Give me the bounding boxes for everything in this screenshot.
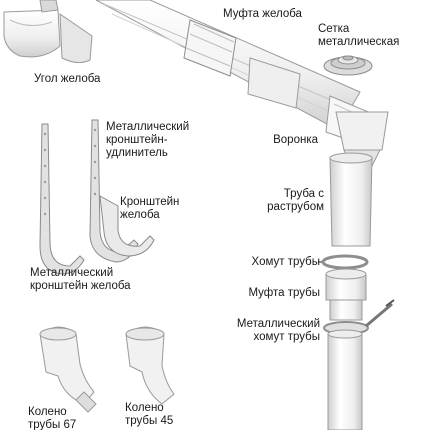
elbow-45-label: Колено трубы 45 xyxy=(125,402,174,427)
gutter-bracket-label: Кронштейн желоба xyxy=(120,196,180,221)
funnel-label: Воронка xyxy=(273,134,318,146)
elbow-67-label: Колено трубы 67 xyxy=(28,406,77,430)
metal-extension-bracket-label: Металлический кронштейн- удлинитель xyxy=(106,121,190,159)
socket-pipe-label: Труба с раструбом xyxy=(267,188,324,213)
metal-mesh-label: Сетка металлическая xyxy=(318,23,400,48)
pipe-clamp-label: Хомут трубы xyxy=(251,256,320,268)
gutter-bracket-shape xyxy=(99,195,155,257)
metal-mesh-shape xyxy=(323,55,373,76)
pipe-coupling-label: Муфта трубы xyxy=(248,287,320,299)
gutter-coupling-shape xyxy=(183,19,237,77)
downpipe-shape xyxy=(318,152,395,430)
gutter-coupling-label: Муфта желоба xyxy=(223,8,302,20)
metal-gutter-bracket-label: Металлический кронштейн желоба xyxy=(30,267,131,292)
gutter-corner-label: Угол желоба xyxy=(34,73,101,85)
gutter-corner-shape xyxy=(3,0,93,64)
elbow-45-shape xyxy=(125,326,175,405)
elbow-67-shape xyxy=(39,326,97,413)
metal-pipe-clamp-label: Металлический хомут трубы xyxy=(236,318,320,343)
